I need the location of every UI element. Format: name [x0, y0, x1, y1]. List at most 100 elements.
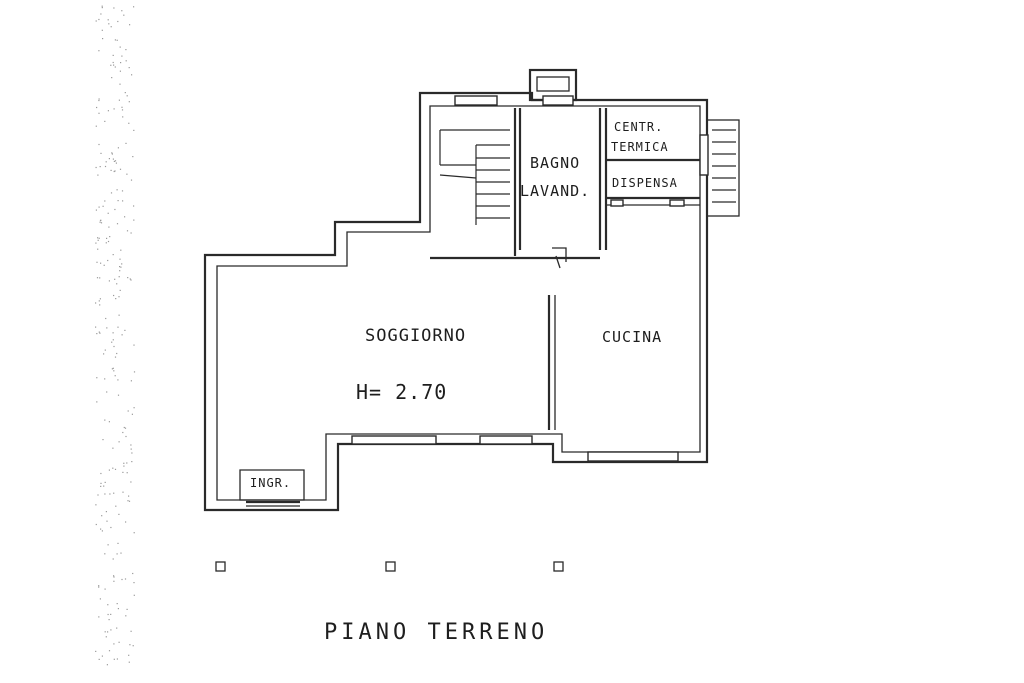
speckle-dot: [116, 283, 118, 285]
speckle-dot: [131, 413, 133, 415]
speckle-dot: [96, 106, 98, 109]
speckle-dot: [123, 426, 125, 429]
speckle-dot: [100, 482, 102, 484]
room-label-ingresso: INGR.: [250, 476, 292, 490]
speckle-dot: [124, 329, 126, 331]
speckle-dot: [109, 493, 111, 495]
speckle-dot: [111, 368, 113, 370]
speckle-dot: [118, 296, 120, 298]
speckle-dot: [108, 469, 110, 471]
speckle-dot: [117, 147, 119, 149]
speckle-dot: [110, 613, 112, 615]
speckle-dot: [125, 49, 127, 51]
speckle-dot: [116, 603, 118, 605]
speckle-dot: [121, 334, 123, 336]
speckle-dot: [126, 173, 128, 175]
speckle-dot: [106, 237, 108, 239]
speckle-dot: [104, 588, 106, 590]
speckle-dot: [121, 578, 123, 581]
speckle-dot: [98, 112, 100, 114]
speckle-dot: [116, 658, 118, 660]
speckle-dot: [107, 604, 109, 606]
speckle-dot: [113, 576, 115, 578]
speckle-dot: [119, 70, 121, 72]
speckle-dot: [112, 61, 114, 64]
speckle-dot: [104, 378, 106, 380]
speckle-dot: [116, 223, 119, 225]
speckle-dot: [99, 332, 101, 334]
speckle-dot: [101, 29, 103, 31]
speckle-dot: [113, 108, 115, 110]
speckle-dot: [118, 441, 120, 443]
speckle-dot: [107, 631, 109, 633]
speckle-dot: [98, 658, 100, 660]
speckle-dot: [115, 162, 117, 164]
speckle-dot: [106, 664, 108, 666]
speckle-dot: [126, 95, 128, 97]
speckle-dot: [133, 371, 136, 373]
speckle-dot: [133, 582, 135, 584]
speckle-dot: [117, 20, 119, 23]
speckle-dot: [99, 221, 101, 223]
speckle-dot: [100, 528, 102, 530]
speckle-dot: [113, 580, 115, 582]
speckle-dot: [118, 314, 120, 316]
speckle-dot: [117, 608, 119, 610]
speckle-dot: [95, 166, 97, 169]
speckle-dot: [117, 326, 119, 328]
speckle-dot: [119, 289, 121, 291]
speckle-dot: [130, 380, 132, 382]
entrance-box: [239, 469, 305, 507]
speckle-dot: [113, 170, 115, 173]
speckle-dot: [108, 421, 110, 423]
speckle-dot: [101, 530, 103, 532]
speckle-dot: [104, 481, 106, 483]
speckle-dot: [104, 120, 106, 122]
speckle-dot: [124, 427, 127, 429]
speckle-dot: [117, 200, 119, 202]
room-label-soggiorno: SOGGIORNO: [365, 326, 467, 346]
speckle-dot: [122, 491, 124, 493]
speckle-dot: [128, 500, 131, 502]
speckle-dot: [123, 14, 125, 16]
speckle-dot: [114, 160, 117, 162]
speckle-dot: [114, 66, 116, 68]
speckle-dot: [112, 467, 114, 469]
speckle-dot: [122, 200, 124, 202]
speckle-dot: [96, 261, 98, 263]
speckle-dot: [118, 513, 120, 515]
room-label-lavand: LAVAND.: [520, 182, 591, 200]
speckle-dot: [112, 254, 114, 256]
speckle-dot: [106, 327, 108, 329]
speckle-dot: [130, 444, 132, 446]
speckle-dot: [125, 60, 127, 62]
speckle-dot: [114, 39, 116, 41]
speckle-dot: [122, 116, 124, 118]
speckle-dot: [131, 452, 133, 454]
speckle-dot: [116, 189, 118, 191]
speckle-dot: [105, 242, 107, 244]
speckle-dot: [108, 619, 110, 621]
room-label-centr: CENTR.: [614, 120, 664, 134]
speckle-dot: [130, 630, 132, 632]
speckle-dot: [107, 110, 109, 112]
speckle-dot: [110, 629, 112, 631]
speckle-dot: [120, 249, 122, 251]
speckle-dot: [124, 216, 126, 218]
speckle-dot: [116, 39, 118, 41]
speckle-dot: [130, 481, 132, 483]
speckle-dot: [112, 367, 114, 369]
speckle-dot: [100, 219, 102, 221]
speckle-dot: [99, 598, 101, 600]
speckle-dot: [120, 552, 122, 554]
speckle-dot: [132, 572, 134, 575]
speckle-dot: [125, 435, 127, 438]
speckle-dot: [128, 661, 130, 663]
speckle-dot: [115, 505, 117, 507]
speckle-dot: [125, 142, 127, 144]
speckle-dot: [104, 553, 106, 555]
speckle-dot: [114, 468, 117, 470]
speckle-dot: [102, 205, 104, 207]
speckle-dot: [104, 631, 106, 633]
windows: [351, 95, 709, 462]
